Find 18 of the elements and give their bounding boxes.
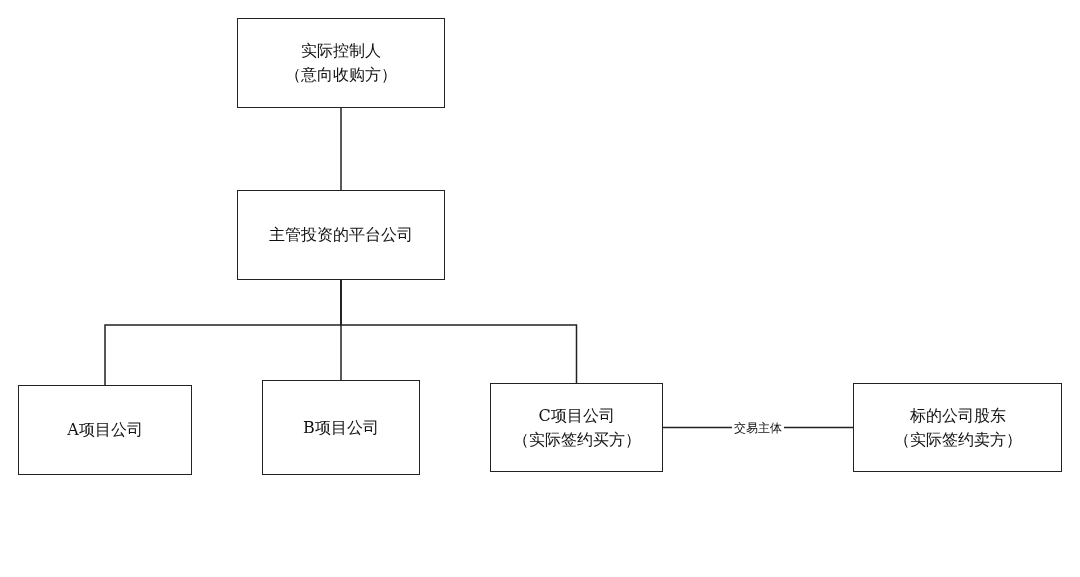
platform-company-box (237, 190, 445, 280)
box-label: （实际签约卖方） (893, 428, 1022, 451)
connector-line (340, 279, 578, 384)
controller-box (237, 18, 445, 108)
project-company-box (18, 385, 192, 475)
box-label: （意向收购方） (285, 64, 397, 86)
project-company-box (490, 383, 663, 472)
box-label: 主管投资的平台公司 (269, 224, 413, 246)
box-label: C项目公司 (538, 404, 615, 427)
shareholder-box (853, 383, 1062, 472)
project-company-box (262, 380, 420, 475)
box-label: B项目公司 (303, 416, 379, 439)
box-label: 实际控制人 (301, 40, 381, 62)
box-label: （实际签约买方） (512, 428, 641, 451)
connector-line (340, 107, 342, 191)
box-label: A项目公司 (67, 419, 143, 441)
edge-label: 交易主体 (732, 419, 784, 436)
box-label: 标的公司股东 (909, 404, 1006, 427)
